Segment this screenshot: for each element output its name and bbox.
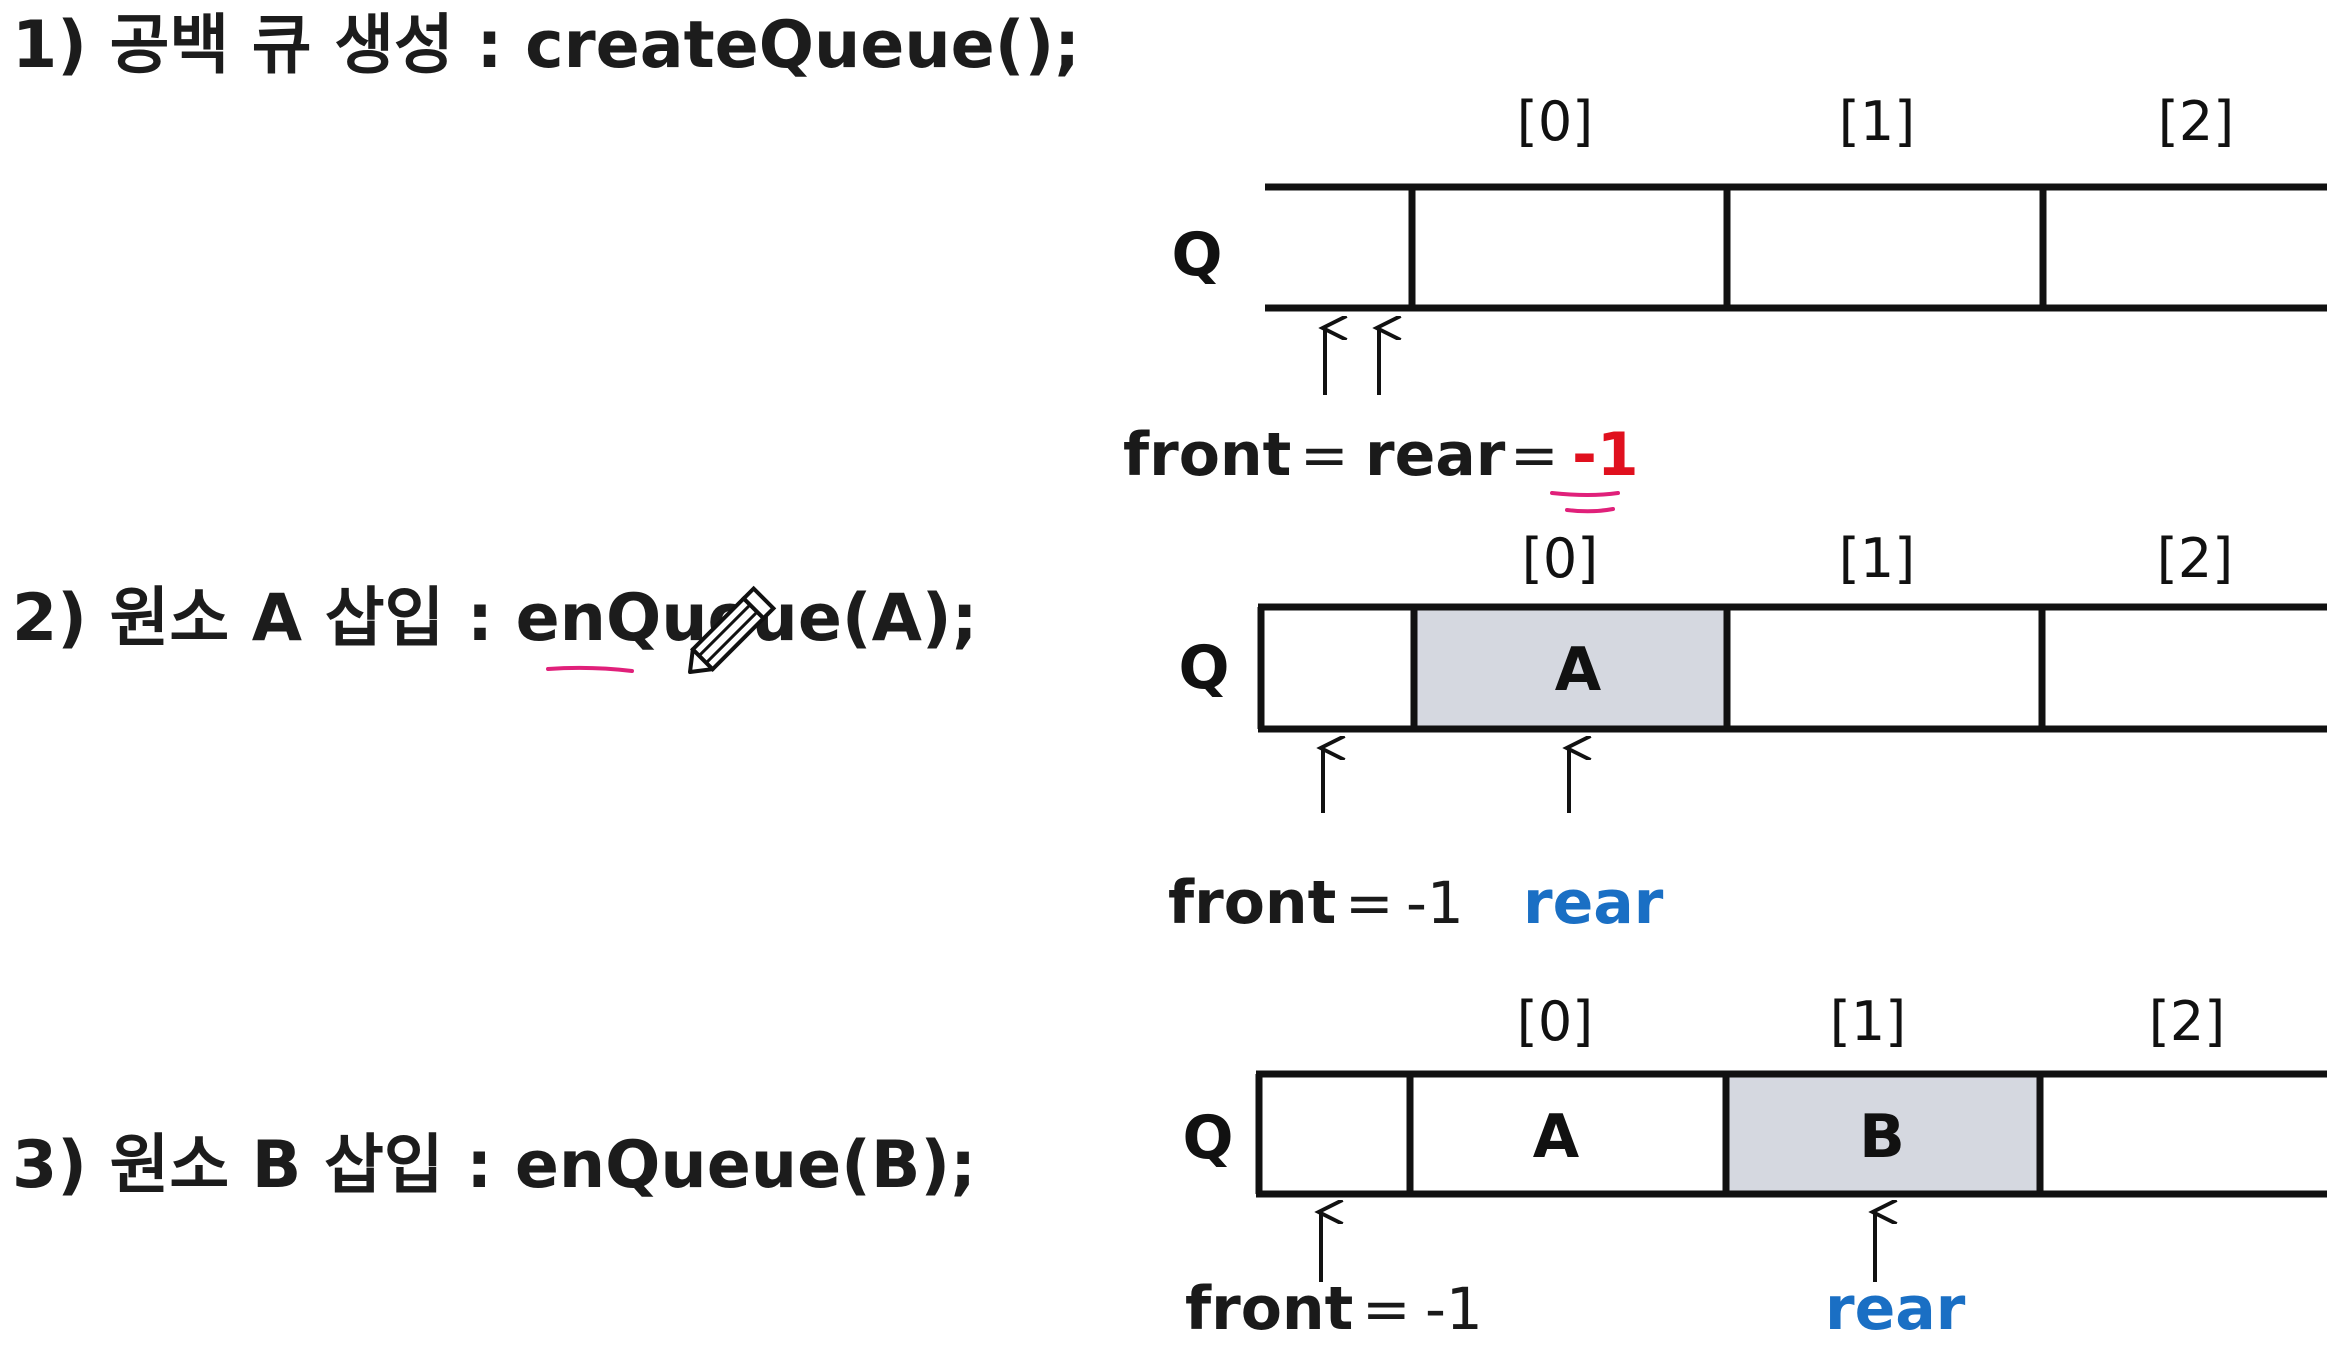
- pencil-cursor-icon: [688, 585, 777, 674]
- step-1-front-label: front: [1123, 420, 1291, 490]
- step-2-index-0: [0]: [1522, 527, 1599, 590]
- step-2-index-2: [2]: [2157, 527, 2234, 590]
- step-3-rear-label: rear: [1825, 1274, 1966, 1344]
- step-1-queue-array: [1265, 183, 2327, 312]
- step-1-minus-one-value: -1: [1572, 420, 1639, 490]
- step-2-front-label: front: [1168, 868, 1336, 938]
- step-1: 1) 공백 큐 생성 : createQueue(); [0] [1] [2] …: [12, 8, 2327, 514]
- step-3: 3) 원소 B 삽입 : enQueue(B); [0] [1] [2] Q A…: [12, 990, 2327, 1344]
- step-3-queue-label: Q: [1182, 1103, 1233, 1173]
- step-2-front-value: -1: [1406, 869, 1464, 937]
- step-2-index-1: [1]: [1839, 527, 1916, 590]
- step-3-index-0: [0]: [1517, 990, 1594, 1053]
- step-3-highlighted-cell: [1726, 1077, 2037, 1191]
- step-3-front-value: -1: [1425, 1275, 1483, 1343]
- step-1-equals-2: =: [1510, 421, 1559, 489]
- step-3-cell-0-value: A: [1533, 1102, 1580, 1172]
- step-2: 2) 원소 A 삽입 : enQueue(A); [0] [1] [2] Q A…: [12, 527, 2327, 938]
- step-3-index-1: [1]: [1830, 990, 1907, 1053]
- step-2-cell-0-value: A: [1555, 635, 1602, 705]
- step-1-index-2: [2]: [2158, 90, 2235, 153]
- step-1-queue-label: Q: [1171, 220, 1222, 290]
- pen-underline-mark: [1550, 491, 1620, 514]
- step-3-queue-array: [1255, 1070, 2327, 1198]
- step-3-front-label: front: [1185, 1274, 1353, 1344]
- step-2-queue-array: [1257, 603, 2327, 733]
- step-2-equals: =: [1345, 869, 1394, 937]
- step-3-index-2: [2]: [2149, 990, 2226, 1053]
- step-3-cell-1-value: B: [1859, 1102, 1905, 1172]
- step-3-equals: =: [1362, 1275, 1411, 1343]
- step-2-rear-label: rear: [1523, 868, 1664, 938]
- step-1-index-0: [0]: [1517, 90, 1594, 153]
- step-2-label: 2) 원소 A 삽입 : enQueue(A);: [12, 581, 978, 656]
- step-1-label: 1) 공백 큐 생성 : createQueue();: [12, 8, 1080, 83]
- step-1-equals-1: =: [1300, 421, 1349, 489]
- pen-underline-mark-2: [546, 665, 634, 673]
- step-2-queue-label: Q: [1178, 633, 1229, 703]
- step-1-index-1: [1]: [1839, 90, 1916, 153]
- step-2-highlighted-cell: [1414, 610, 1726, 726]
- step-1-rear-label: rear: [1365, 420, 1506, 490]
- step-3-label: 3) 원소 B 삽입 : enQueue(B);: [12, 1128, 976, 1203]
